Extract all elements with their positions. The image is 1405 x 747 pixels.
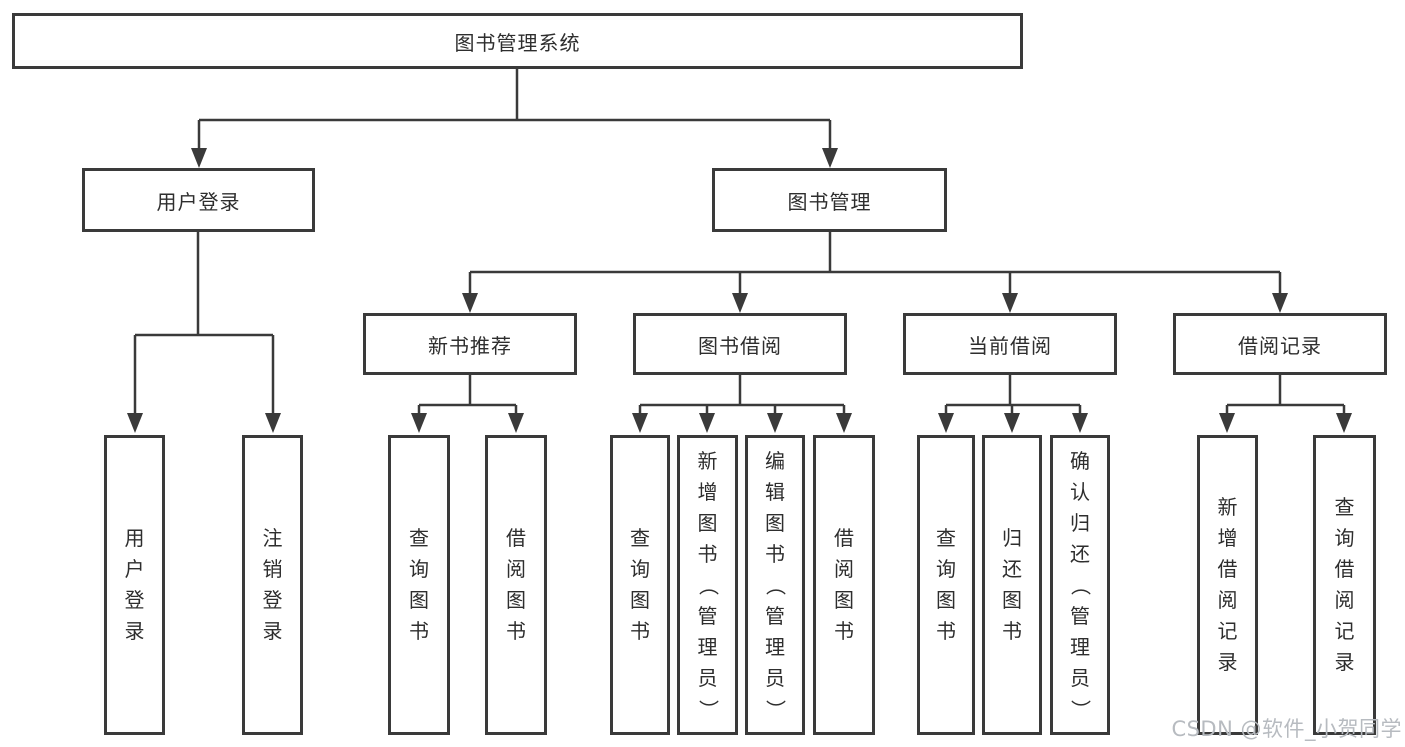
leaf-query-borrow-record: 查询借阅记录 [1313, 435, 1376, 735]
node-new-book-recommend: 新书推荐 [363, 313, 577, 375]
leaf-logout: 注销登录 [242, 435, 303, 735]
leaf-borrow-books-recommend: 借阅图书 [485, 435, 547, 735]
node-book-borrowing: 图书借阅 [633, 313, 847, 375]
connector-current-borrowing-children [944, 375, 1082, 415]
leaf-edit-books-admin: 编辑图书（管理员） [745, 435, 805, 735]
leaf-query-books-current: 查询图书 [917, 435, 975, 735]
connector-borrowing-records-children [1225, 375, 1346, 415]
leaf-user-login: 用户登录 [104, 435, 165, 735]
connector-root-to-level2 [197, 69, 832, 150]
node-user-login: 用户登录 [82, 168, 315, 232]
leaf-query-books-recommend: 查询图书 [388, 435, 450, 735]
csdn-watermark: CSDN @软件_小贺同学 [1171, 717, 1402, 741]
leaf-return-books: 归还图书 [982, 435, 1042, 735]
connector-book-management-children [468, 232, 1282, 295]
leaf-confirm-return-admin: 确认归还（管理员） [1050, 435, 1110, 735]
leaf-add-borrow-record: 新增借阅记录 [1197, 435, 1258, 735]
node-library-management-system: 图书管理系统 [12, 13, 1023, 69]
connector-book-borrowing-children [638, 375, 846, 415]
connector-user-login-children [133, 232, 275, 415]
leaf-query-books-borrowing: 查询图书 [610, 435, 670, 735]
connector-new-book-children [417, 375, 518, 415]
node-borrowing-records: 借阅记录 [1173, 313, 1387, 375]
node-current-borrowing: 当前借阅 [903, 313, 1117, 375]
leaf-borrow-books-borrowing: 借阅图书 [813, 435, 875, 735]
leaf-add-books-admin: 新增图书（管理员） [677, 435, 738, 735]
node-book-management: 图书管理 [712, 168, 947, 232]
